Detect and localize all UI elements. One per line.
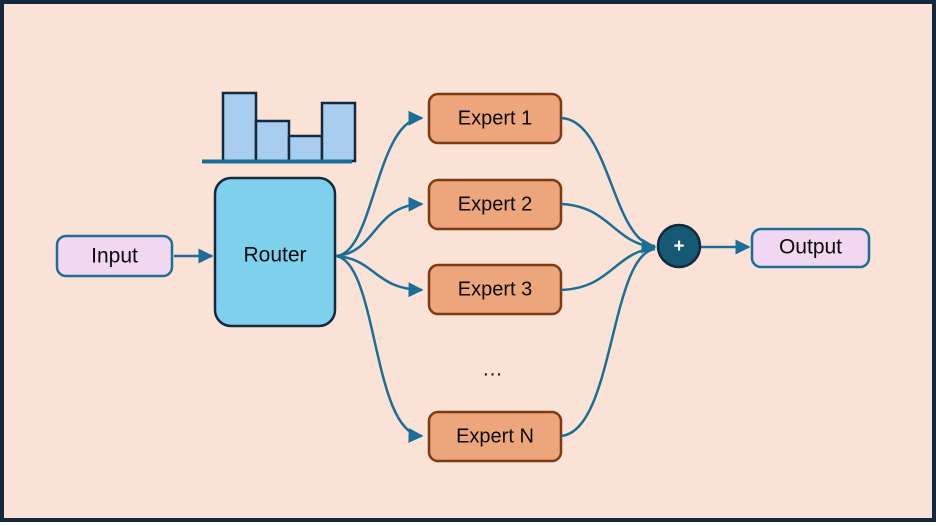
sum-node-circle[interactable]: [656, 223, 702, 269]
input-node-label: Input: [91, 245, 138, 268]
expert-node-label: Expert 2: [458, 193, 532, 215]
edge-expert-2-to-sum: [560, 202, 657, 254]
edges-experts-to-sum: [560, 116, 657, 438]
edge-router-to-expert-n: [335, 254, 424, 443]
router-node-label: Router: [243, 244, 306, 267]
histogram-bar-1: [221, 91, 258, 163]
router-histogram: [202, 91, 357, 164]
output-node-box[interactable]: [750, 227, 871, 269]
output-node[interactable]: Output: [750, 227, 871, 269]
edge-expert-n-to-sum: [560, 247, 656, 438]
input-node-box[interactable]: [55, 234, 174, 278]
sum-node[interactable]: +: [656, 223, 702, 269]
edge-router-to-expert-3: [335, 254, 424, 298]
histogram-bar-3: [287, 134, 324, 163]
expert-node-2[interactable]: Expert 2: [427, 178, 563, 231]
output-node-label: Output: [779, 236, 842, 259]
histogram-bar-2: [254, 119, 291, 163]
plus-icon: +: [673, 236, 684, 257]
edge-expert-1-to-sum: [560, 116, 656, 248]
edge-expert-3-to-sum: [560, 246, 656, 292]
histogram-bar-4: [320, 101, 357, 163]
edges-router-to-experts: [335, 110, 424, 443]
expert-node-label: Expert N: [456, 425, 534, 447]
expert-node-3[interactable]: Expert 3: [427, 263, 563, 316]
input-node[interactable]: Input: [55, 234, 174, 278]
expert-node-label: Expert 3: [458, 278, 532, 300]
expert-node-label: Expert 1: [458, 107, 532, 129]
router-node[interactable]: Router: [213, 176, 337, 328]
expert-node-1[interactable]: Expert 1: [427, 92, 563, 145]
expert-node-n[interactable]: Expert N: [427, 410, 563, 463]
edge-router-to-expert-1: [335, 110, 424, 258]
edge-router-to-expert-2: [335, 196, 424, 258]
router-node-box[interactable]: [213, 176, 337, 328]
expert-node-box[interactable]: [427, 410, 563, 463]
diagram-svg: Input Router Expert 1 Expert 2 Expert 3: [55, 91, 871, 463]
experts-ellipsis: ...: [483, 358, 503, 380]
